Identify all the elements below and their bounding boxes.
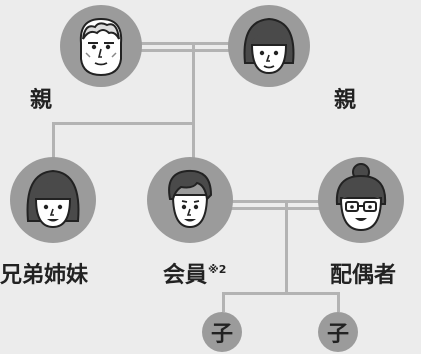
member-label-text: 会員 [163,263,208,288]
woman-face-icon [243,17,295,75]
parent-left-label: 親 [30,88,53,113]
sibling-avatar [10,157,96,243]
couple-marriage-line [225,200,335,210]
child-left-node: 子 [202,312,242,352]
child-right-node: 子 [318,312,358,352]
spouse-label: 配偶者 [330,263,397,288]
parent-right-label: 親 [334,88,357,113]
sibling-drop-line [52,122,55,167]
couple-descent-line [285,203,288,295]
parents-descent-line [192,45,195,125]
sibling-label: 兄弟姉妹 [0,263,89,288]
parent-right-avatar [228,5,310,87]
sibling-woman-face-icon [26,169,80,229]
man-face-icon [168,169,213,229]
member-label: 会員※2 [163,257,226,289]
child-left-drop-line [222,292,225,312]
parents-marriage-line [140,42,240,52]
member-footnote-mark: ※2 [208,263,227,276]
parent-left-avatar [60,5,142,87]
member-avatar [147,157,233,243]
child-right-drop-line [337,292,340,312]
member-drop-line [192,122,195,167]
spouse-avatar [318,157,404,243]
siblings-bar [52,122,195,125]
woman-glasses-face-icon [335,163,387,232]
elderly-man-face-icon [79,17,123,77]
children-bar [222,292,340,295]
